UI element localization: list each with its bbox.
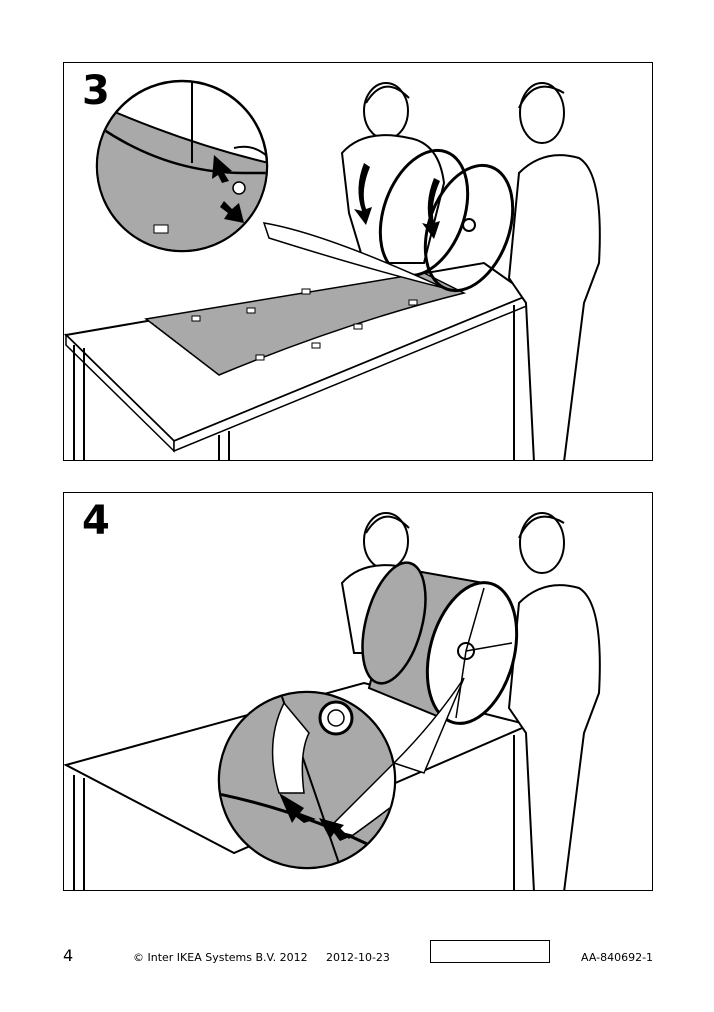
step-number: 4 <box>82 498 110 544</box>
document-code: AA-840692-1 <box>581 951 654 964</box>
person-right-body <box>507 154 601 460</box>
person-right-head <box>519 82 565 144</box>
date-text: 2012-10-23 <box>326 951 390 964</box>
arrow-icon <box>220 201 244 223</box>
copyright-text: © Inter IKEA Systems B.V. 2012 <box>133 951 308 964</box>
step-3-panel: 3 <box>63 62 653 461</box>
step-4-panel: 4 <box>63 492 653 891</box>
blank-label-box <box>430 940 550 963</box>
step-number: 3 <box>82 68 110 114</box>
step-3-illustration <box>64 79 601 460</box>
double-arrow-icon <box>319 818 354 841</box>
down-arrow-icon <box>422 178 440 239</box>
step-4-illustration <box>64 512 601 890</box>
arrow-icon <box>212 155 232 183</box>
double-arrow-icon <box>279 793 316 823</box>
page-number: 4 <box>63 946 74 965</box>
lampshade-fabric <box>144 272 467 376</box>
down-arrow-icon <box>354 163 372 225</box>
